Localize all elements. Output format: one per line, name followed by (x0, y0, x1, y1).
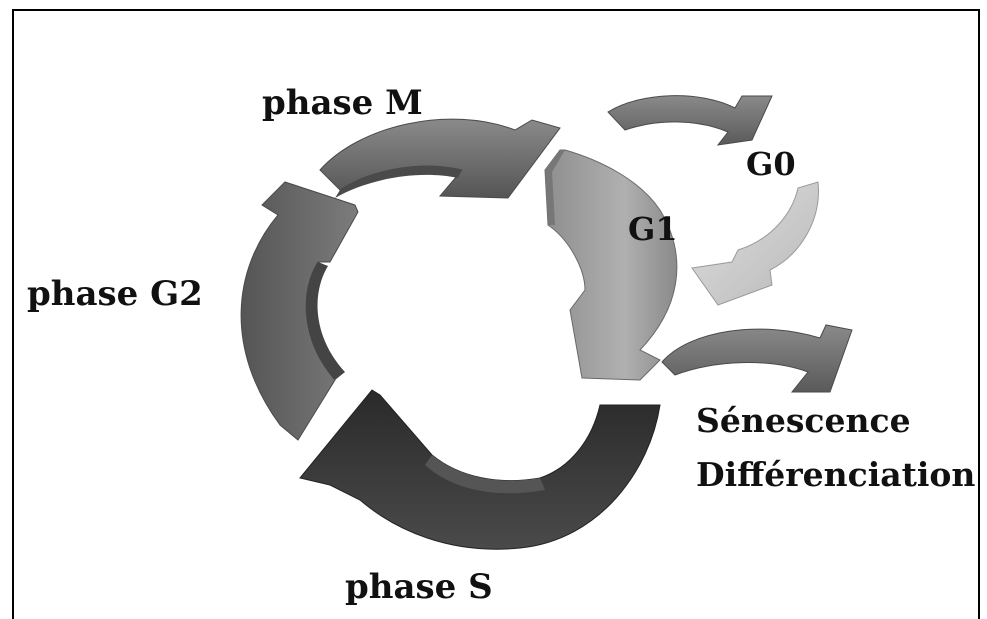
label-g1: G1 (628, 210, 678, 248)
label-g0: G0 (746, 145, 796, 183)
phase-s-arrow (299, 389, 661, 550)
g0-arrow (607, 95, 773, 146)
label-differenciation: Différenciation (696, 455, 975, 494)
phase-g2-arrow (240, 181, 359, 441)
label-phase-m: phase M (262, 83, 423, 123)
label-phase-g2: phase G2 (27, 274, 203, 314)
g1-arrow (544, 149, 678, 381)
phase-m-arrow (319, 118, 561, 199)
label-senescence: Sénescence (696, 401, 911, 440)
label-phase-s: phase S (345, 567, 493, 607)
senescence-arrow (661, 324, 853, 393)
g0-return-arrow (691, 181, 819, 306)
figure-frame (12, 9, 980, 619)
